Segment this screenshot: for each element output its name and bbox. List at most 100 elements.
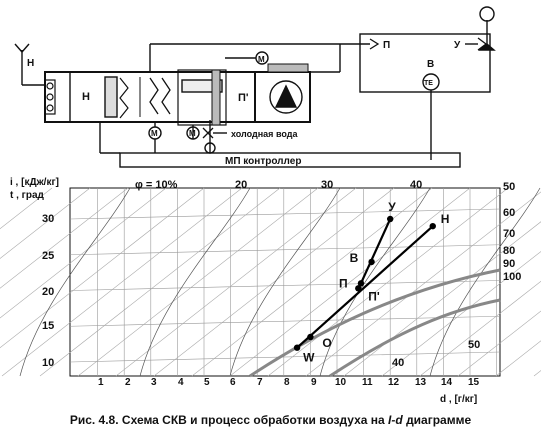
i-tick: 90 [503, 258, 515, 270]
enthalpy-line [0, 187, 91, 259]
motor-top [225, 51, 269, 65]
phi-tick: 20 [235, 179, 247, 191]
i-tick: 50 [503, 181, 515, 193]
state-point-marker [357, 280, 365, 287]
state-point-label: П [339, 276, 348, 290]
x-axis-label-d: d , [г/кг] [440, 394, 477, 405]
d-tick: 7 [257, 377, 263, 388]
enthalpy-line [39, 187, 281, 377]
enthalpy-line [1, 187, 243, 377]
t-gridline [69, 244, 501, 256]
t-tick: 30 [42, 213, 54, 225]
d-tick: 6 [230, 377, 236, 388]
fan-section-label: П' [238, 92, 249, 104]
state-point-marker [429, 222, 436, 230]
process-line-exhaust-supply [359, 218, 392, 284]
antenna-label: Н [27, 58, 34, 69]
enthalpy-line [153, 187, 395, 377]
i-tick-bottom: 50 [468, 339, 480, 351]
i-tick: 80 [503, 245, 515, 257]
phi-curve [229, 187, 341, 377]
state-point-label: В [350, 251, 359, 265]
te-label: ТЕ [424, 80, 433, 87]
t-tick: 15 [42, 320, 54, 332]
i-tick-labels: 50 60 70 80 90 100 50 40 [392, 181, 521, 369]
phi-tick: 30 [321, 179, 333, 191]
caption-text: Рис. 4.8. Схема СКВ и процесс обработки … [69, 413, 385, 427]
enthalpy-line [0, 187, 53, 230]
heater-label: Н [82, 91, 90, 103]
process-line-outdoor-w [296, 225, 434, 349]
t-tick: 25 [42, 250, 54, 262]
t-gridline [69, 280, 501, 291]
state-point-marker [355, 285, 362, 292]
t-gridline [69, 351, 501, 363]
process-lines [296, 218, 434, 349]
phi-curve [319, 187, 431, 377]
d-tick: 13 [415, 377, 427, 388]
d-tick: 12 [388, 377, 400, 388]
room-label: В [427, 59, 434, 70]
phi-tick-labels: 20 30 40 [235, 179, 422, 191]
state-point-marker [307, 333, 314, 341]
state-point-label: У [388, 200, 396, 214]
outdoor-sensor-icon [14, 43, 45, 86]
exhaust-label: У [454, 40, 461, 51]
supply-label: П [383, 40, 390, 51]
state-point-label: О [322, 336, 331, 350]
figure-caption: Рис. 4.8. Схема СКВ и процесс обработки … [0, 413, 541, 427]
enthalpy-line [267, 187, 509, 377]
i-tick: 60 [503, 207, 515, 219]
enthalpy-line [457, 310, 541, 377]
phi-label: φ = 10% [135, 179, 178, 191]
d-tick: 9 [311, 377, 317, 388]
valve-motor [186, 125, 227, 140]
y-axis-label-i: i , [кДж/кг] [10, 177, 59, 188]
outlet-grille-icon [267, 63, 309, 73]
phi-tick: 40 [410, 179, 422, 191]
enthalpy-line [0, 187, 167, 319]
diagram-grid [0, 187, 541, 377]
hvac-scheme [14, 6, 496, 168]
phi-curve [139, 187, 251, 377]
i-tick: 100 [503, 271, 521, 283]
d-tick-labels: 1 2 3 4 5 6 7 8 9 10 11 12 13 14 15 [98, 377, 480, 388]
saturation-curve-upper [249, 268, 501, 378]
enthalpy-line [77, 187, 319, 377]
phi-curves [19, 187, 541, 378]
t-tick-labels: 30 25 20 15 10 [42, 213, 54, 369]
heater-coil-icon [149, 77, 159, 115]
d-tick: 2 [125, 377, 131, 388]
state-point-marker [293, 344, 301, 351]
d-tick: 15 [468, 377, 480, 388]
t-gridline [69, 315, 501, 327]
caption-end: диаграмме [406, 413, 472, 427]
state-point-marker [387, 215, 394, 223]
d-tick: 5 [204, 377, 210, 388]
d-tick: 3 [151, 377, 157, 388]
enthalpy-line [0, 187, 205, 349]
motor-top-label: М [258, 55, 265, 64]
enthalpy-line [0, 187, 129, 289]
d-tick: 4 [178, 377, 184, 388]
i-tick: 70 [503, 228, 515, 240]
controller-label: МП контроллер [225, 156, 301, 167]
enthalpy-line [495, 340, 541, 377]
enthalpy-line [115, 187, 357, 377]
d-tick: 1 [98, 377, 104, 388]
d-tick: 10 [335, 377, 347, 388]
enthalpy-line [229, 187, 471, 377]
state-point-label: W [303, 351, 315, 365]
valve-motor-label: М [189, 129, 196, 138]
enthalpy-line [305, 191, 541, 377]
d-tick: 14 [441, 377, 453, 388]
caption-id: I-d [388, 413, 403, 427]
scheme-labels: Н Н П' М М М холодная вода П В У ТЕ МП к… [27, 40, 461, 167]
i-tick-bottom: 40 [392, 357, 404, 369]
enthalpy-line [381, 251, 541, 377]
motor-bottom-label: М [151, 129, 158, 138]
enthalpy-line [191, 187, 433, 377]
